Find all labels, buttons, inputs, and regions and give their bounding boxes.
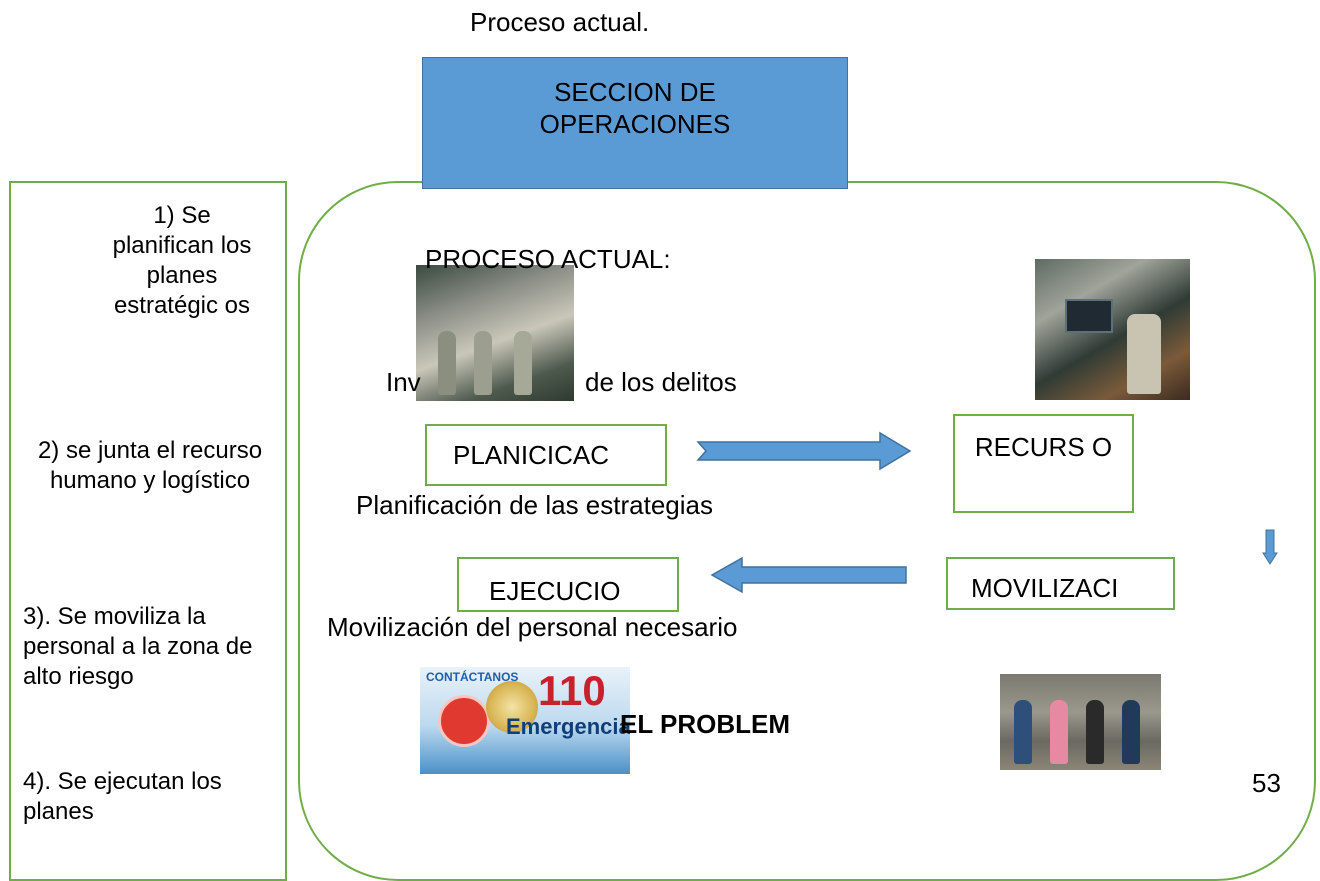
step-4-text: 4). Se ejecutan los planes: [23, 768, 222, 825]
photo-figure: [1127, 314, 1161, 394]
steps-panel: 1) Se planifican los planes estratégic o…: [9, 181, 287, 881]
operations-line-2: OPERACIONES: [539, 109, 731, 139]
planning-box: PLANICICAC: [425, 424, 667, 486]
step-3-text: 3). Se moviliza la personal a la zona de…: [23, 603, 253, 690]
down-arrow-icon: [1262, 529, 1278, 565]
investigation-text-right: de los delitos: [585, 367, 737, 397]
monitor-shape: [1065, 299, 1113, 333]
photo-figure: [1086, 700, 1104, 764]
resource-box: RECURS O: [953, 414, 1134, 513]
planning-description: Planificación de las estrategias: [356, 490, 713, 520]
photo-figure: [474, 331, 492, 395]
process-label: PROCESO ACTUAL:: [425, 244, 671, 274]
step-1-text: 1) Se planifican los planes estratégic o…: [112, 202, 252, 319]
poster-contact-text: CONTÁCTANOS: [426, 670, 519, 684]
left-arrow-icon: [710, 556, 907, 594]
operations-section-box: SECCION DE OPERACIONES: [422, 57, 848, 189]
call-center-photo: [416, 265, 574, 401]
poster-number-text: 110: [538, 667, 606, 714]
arrest-photo: [1000, 674, 1161, 770]
execution-box: EJECUCIO: [457, 557, 679, 612]
operations-line-1: SECCION DE: [554, 77, 716, 107]
operator-photo: [1035, 259, 1190, 400]
photo-figure: [1050, 700, 1068, 764]
photo-figure: [514, 331, 532, 395]
photo-figure: [438, 331, 456, 395]
document-title: Proceso actual.: [470, 7, 650, 37]
page-number: 53: [1252, 768, 1281, 798]
right-arrow-icon: [696, 431, 912, 471]
poster-word-text: Emergencia: [506, 714, 630, 739]
step-2-text: 2) se junta el recurso humano y logístic…: [37, 437, 263, 494]
photo-figure: [1014, 700, 1032, 764]
problem-label: EL PROBLEM: [620, 709, 790, 739]
mobilization-box: MOVILIZACI: [946, 557, 1175, 610]
mobilization-description: Movilización del personal necesario: [327, 612, 738, 642]
photo-figure: [1122, 700, 1140, 764]
police-seal-icon: [486, 681, 538, 733]
phone-icon: [438, 695, 490, 747]
emergency-110-poster: CONTÁCTANOS 110 Emergencia: [420, 667, 630, 774]
investigation-text-left: Inv: [386, 367, 421, 397]
